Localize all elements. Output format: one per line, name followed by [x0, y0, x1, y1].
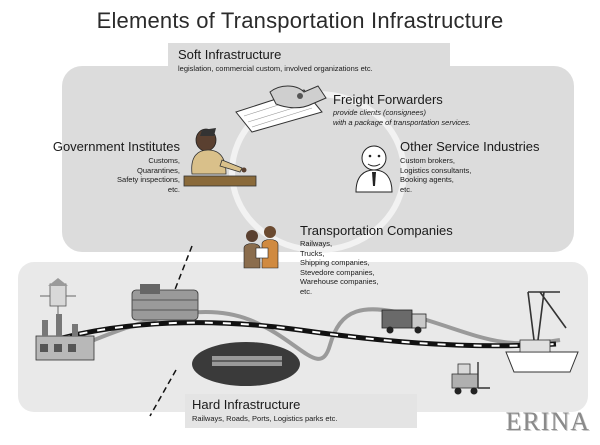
soft-infrastructure-heading: Soft Infrastructure	[178, 47, 282, 62]
transportation-companies-list: Railways, Trucks, Shipping companies, St…	[300, 239, 379, 296]
transport-item: Shipping companies,	[300, 258, 370, 267]
hard-infrastructure-description: Railways, Roads, Ports, Logistics parks …	[192, 414, 338, 423]
government-item: Quarantines,	[137, 165, 180, 175]
other-service-industries-heading: Other Service Industries	[400, 139, 540, 154]
government-item: Safety inspections,	[117, 175, 180, 184]
consultant-icon	[355, 145, 393, 193]
forklift-icon	[451, 362, 490, 395]
soft-infrastructure-description: legislation, commercial custom, involved…	[178, 64, 373, 73]
other-item: Custom brokers,	[400, 156, 456, 165]
ship-icon	[505, 339, 579, 373]
other-item: Logistics consultants,	[400, 165, 472, 175]
government-item: Customs,	[148, 156, 180, 165]
freight-line: with a package of transportation service…	[333, 117, 471, 127]
handshake-document-icon	[235, 85, 327, 133]
dash-connector-upper	[173, 245, 193, 293]
dash-connector-lower	[149, 369, 177, 417]
other-item: etc.	[400, 184, 413, 194]
erina-logo: ERINA	[505, 407, 590, 436]
lower-train-icon	[192, 342, 300, 386]
government-institutes-list: Customs, Quarantines, Safety inspections…	[60, 156, 180, 194]
soft-infrastructure-label-box	[168, 43, 450, 79]
port-crane-icon	[527, 291, 567, 357]
transport-item: Railways,	[300, 239, 333, 248]
government-item: etc.	[167, 184, 180, 194]
transportation-companies-heading: Transportation Companies	[300, 223, 453, 238]
other-item: Booking agents,	[400, 175, 454, 184]
freight-forwarders-description: provide clients (consignees) with a pack…	[333, 108, 471, 127]
transport-item: etc.	[300, 286, 313, 296]
freight-forwarders-heading: Freight Forwarders	[333, 92, 443, 107]
warehouse-building-icon	[40, 278, 76, 316]
hard-infrastructure-label-box	[185, 394, 417, 428]
other-service-industries-list: Custom brokers, Logistics consultants, B…	[400, 156, 471, 194]
hard-infrastructure-heading: Hard Infrastructure	[192, 397, 301, 412]
workers-clipboard-icon	[243, 226, 279, 269]
train-icon	[131, 284, 199, 321]
transport-item: Stevedore companies,	[300, 267, 375, 277]
freight-line: provide clients (consignees)	[333, 108, 426, 117]
truck-icon	[381, 309, 427, 334]
rail-ties	[61, 321, 557, 347]
transport-item: Trucks,	[300, 248, 325, 258]
factory-icon	[35, 314, 95, 361]
page-title: Elements of Transportation Infrastructur…	[96, 8, 504, 33]
government-institutes-heading: Government Institutes	[52, 139, 180, 154]
officer-pointing-icon	[183, 128, 257, 187]
transport-item: Warehouse companies,	[300, 277, 379, 286]
hard-infrastructure-panel	[18, 262, 588, 412]
